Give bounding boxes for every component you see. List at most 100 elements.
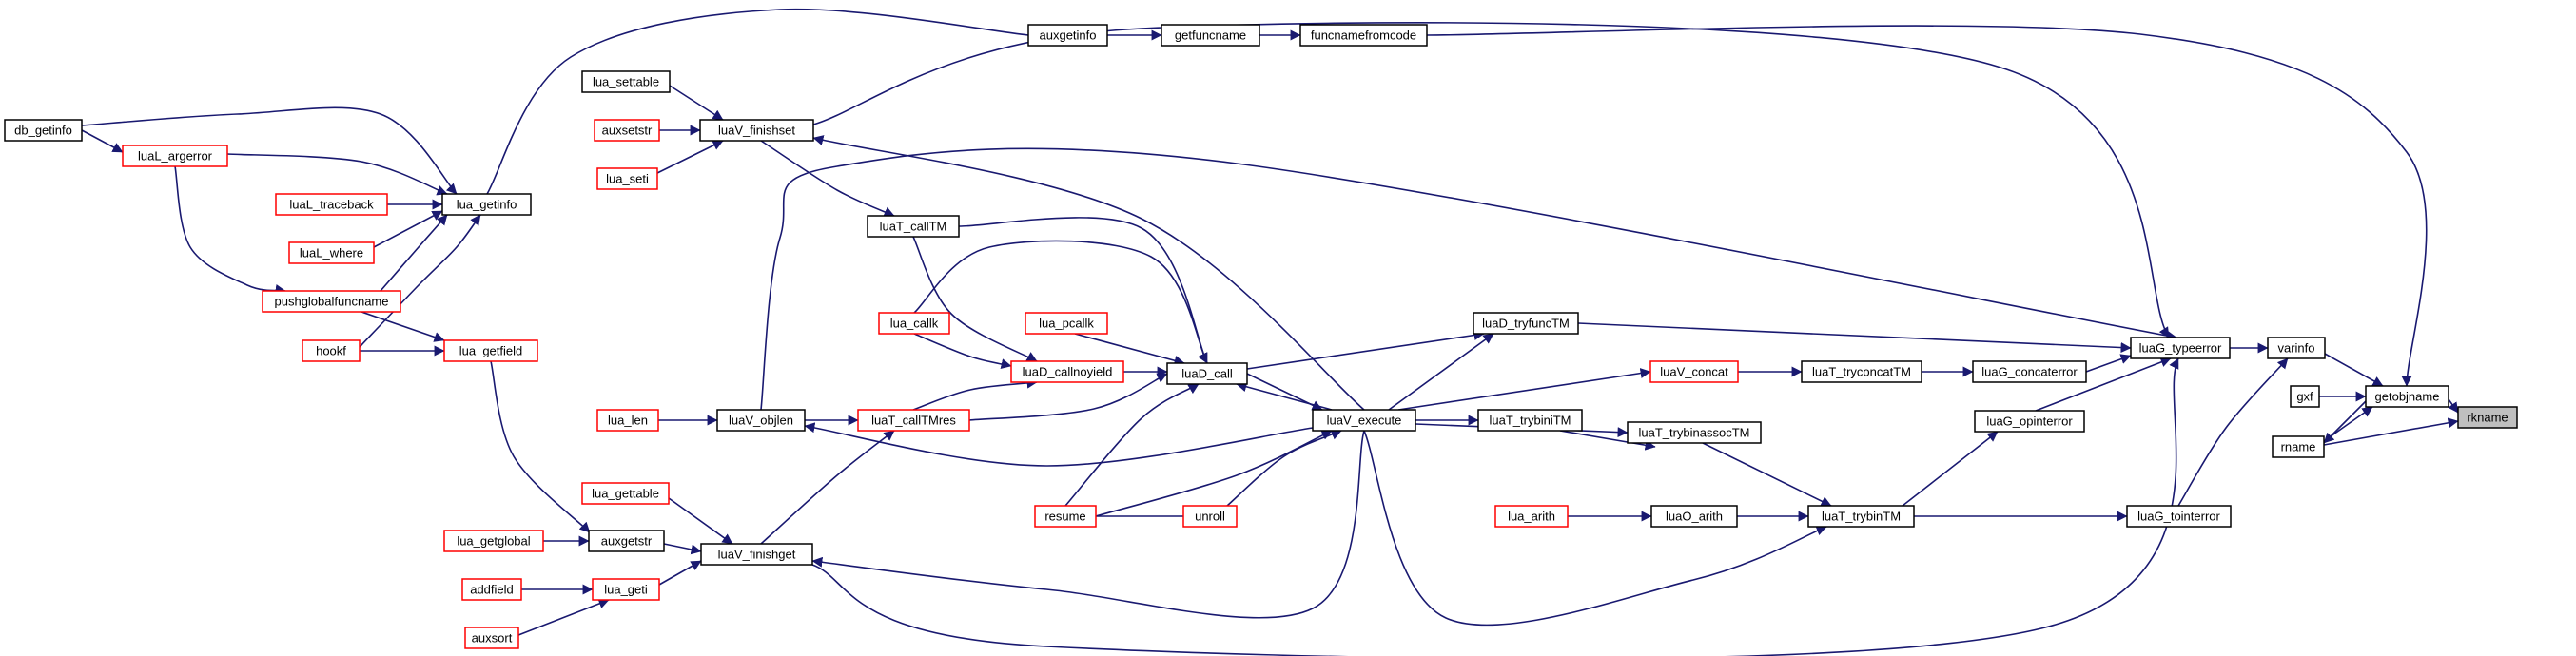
node-luaT_tryconcatTM[interactable]: luaT_tryconcatTM xyxy=(1801,360,1922,383)
node-box[interactable] xyxy=(2130,337,2231,359)
node-box[interactable] xyxy=(1494,505,1569,528)
node-lua_callk[interactable]: lua_callk xyxy=(878,312,950,335)
node-luaD_tryfuncTM[interactable]: luaD_tryfuncTM xyxy=(1473,312,1579,335)
node-auxsort[interactable]: auxsort xyxy=(464,627,519,649)
node-luaD_call[interactable]: luaD_call xyxy=(1166,362,1248,385)
node-luaG_concaterror[interactable]: luaG_concaterror xyxy=(1972,360,2087,383)
node-resume[interactable]: resume xyxy=(1034,505,1097,528)
node-box[interactable] xyxy=(2290,385,2320,408)
node-box[interactable] xyxy=(596,167,658,190)
node-box[interactable] xyxy=(275,193,388,216)
node-gxf[interactable]: gxf xyxy=(2290,385,2320,408)
node-rname[interactable]: rname xyxy=(2272,435,2325,458)
node-box[interactable] xyxy=(1807,505,1915,528)
node-box[interactable] xyxy=(2126,505,2232,528)
node-luaV_execute[interactable]: luaV_execute xyxy=(1312,409,1416,432)
node-box[interactable] xyxy=(2365,385,2449,408)
node-box[interactable] xyxy=(588,530,665,552)
node-box[interactable] xyxy=(464,627,519,649)
node-getobjname[interactable]: getobjname xyxy=(2365,385,2449,408)
node-box[interactable] xyxy=(878,312,950,335)
node-lua_geti[interactable]: lua_geti xyxy=(592,578,660,601)
node-box[interactable] xyxy=(581,482,670,505)
node-box[interactable] xyxy=(441,193,532,216)
node-lua_arith[interactable]: lua_arith xyxy=(1494,505,1569,528)
node-box[interactable] xyxy=(1161,24,1260,47)
node-box[interactable] xyxy=(857,409,970,432)
node-box[interactable] xyxy=(1027,24,1108,47)
node-box[interactable] xyxy=(1025,312,1108,335)
node-box[interactable] xyxy=(122,145,228,167)
node-box[interactable] xyxy=(1299,24,1428,47)
node-hookf[interactable]: hookf xyxy=(302,339,361,362)
node-luaG_tointerror[interactable]: luaG_tointerror xyxy=(2126,505,2232,528)
node-box[interactable] xyxy=(1477,409,1583,432)
node-box[interactable] xyxy=(716,409,806,432)
node-lua_len[interactable]: lua_len xyxy=(596,409,659,432)
node-luaV_finishset[interactable]: luaV_finishset xyxy=(699,119,814,142)
node-box[interactable] xyxy=(594,119,660,142)
node-box[interactable] xyxy=(1972,360,2087,383)
node-varinfo[interactable]: varinfo xyxy=(2267,337,2326,359)
node-auxsetstr[interactable]: auxsetstr xyxy=(594,119,660,142)
node-lua_gettable[interactable]: lua_gettable xyxy=(581,482,670,505)
node-luaG_typeerror[interactable]: luaG_typeerror xyxy=(2130,337,2231,359)
node-lua_getglobal[interactable]: lua_getglobal xyxy=(443,530,544,552)
node-box[interactable] xyxy=(1034,505,1097,528)
node-rkname[interactable]: rkname xyxy=(2457,406,2518,429)
node-luaT_trybinTM[interactable]: luaT_trybinTM xyxy=(1807,505,1915,528)
node-box[interactable] xyxy=(443,530,544,552)
node-auxgetinfo[interactable]: auxgetinfo xyxy=(1027,24,1108,47)
node-luaV_finishget[interactable]: luaV_finishget xyxy=(700,543,813,566)
node-luaL_traceback[interactable]: luaL_traceback xyxy=(275,193,388,216)
node-luaL_argerror[interactable]: luaL_argerror xyxy=(122,145,228,167)
node-box[interactable] xyxy=(1649,360,1739,383)
node-getfuncname[interactable]: getfuncname xyxy=(1161,24,1260,47)
node-addfield[interactable]: addfield xyxy=(461,578,522,601)
node-box[interactable] xyxy=(2457,406,2518,429)
node-box[interactable] xyxy=(700,543,813,566)
node-funcnamefromcode[interactable]: funcnamefromcode xyxy=(1299,24,1428,47)
node-box[interactable] xyxy=(1312,409,1416,432)
node-box[interactable] xyxy=(581,70,671,93)
node-lua_seti[interactable]: lua_seti xyxy=(596,167,658,190)
node-box[interactable] xyxy=(1010,360,1124,383)
node-box[interactable] xyxy=(867,215,960,238)
node-lua_getinfo[interactable]: lua_getinfo xyxy=(441,193,532,216)
node-db_getinfo[interactable]: db_getinfo xyxy=(4,119,83,142)
node-luaV_concat[interactable]: luaV_concat xyxy=(1649,360,1739,383)
node-box[interactable] xyxy=(1650,505,1738,528)
node-luaL_where[interactable]: luaL_where xyxy=(288,241,375,264)
node-luaT_trybiniTM[interactable]: luaT_trybiniTM xyxy=(1477,409,1583,432)
node-box[interactable] xyxy=(443,339,538,362)
node-box[interactable] xyxy=(461,578,522,601)
node-luaT_trybinassocTM[interactable]: luaT_trybinassocTM xyxy=(1627,421,1762,444)
node-box[interactable] xyxy=(1974,410,2085,433)
node-box[interactable] xyxy=(1801,360,1922,383)
node-luaO_arith[interactable]: luaO_arith xyxy=(1650,505,1738,528)
node-box[interactable] xyxy=(2272,435,2325,458)
node-luaT_callTM[interactable]: luaT_callTM xyxy=(867,215,960,238)
node-box[interactable] xyxy=(1182,505,1238,528)
node-box[interactable] xyxy=(302,339,361,362)
node-box[interactable] xyxy=(4,119,83,142)
node-unroll[interactable]: unroll xyxy=(1182,505,1238,528)
node-box[interactable] xyxy=(2267,337,2326,359)
node-box[interactable] xyxy=(262,290,401,313)
node-luaG_opinterror[interactable]: luaG_opinterror xyxy=(1974,410,2085,433)
node-box[interactable] xyxy=(288,241,375,264)
node-luaT_callTMres[interactable]: luaT_callTMres xyxy=(857,409,970,432)
node-pushglobalfuncname[interactable]: pushglobalfuncname xyxy=(262,290,401,313)
node-lua_pcallk[interactable]: lua_pcallk xyxy=(1025,312,1108,335)
node-box[interactable] xyxy=(699,119,814,142)
node-luaV_objlen[interactable]: luaV_objlen xyxy=(716,409,806,432)
node-box[interactable] xyxy=(592,578,660,601)
node-luaD_callnoyield[interactable]: luaD_callnoyield xyxy=(1010,360,1124,383)
node-lua_getfield[interactable]: lua_getfield xyxy=(443,339,538,362)
node-box[interactable] xyxy=(1473,312,1579,335)
node-box[interactable] xyxy=(1166,362,1248,385)
node-lua_settable[interactable]: lua_settable xyxy=(581,70,671,93)
node-auxgetstr[interactable]: auxgetstr xyxy=(588,530,665,552)
node-box[interactable] xyxy=(596,409,659,432)
node-box[interactable] xyxy=(1627,421,1762,444)
